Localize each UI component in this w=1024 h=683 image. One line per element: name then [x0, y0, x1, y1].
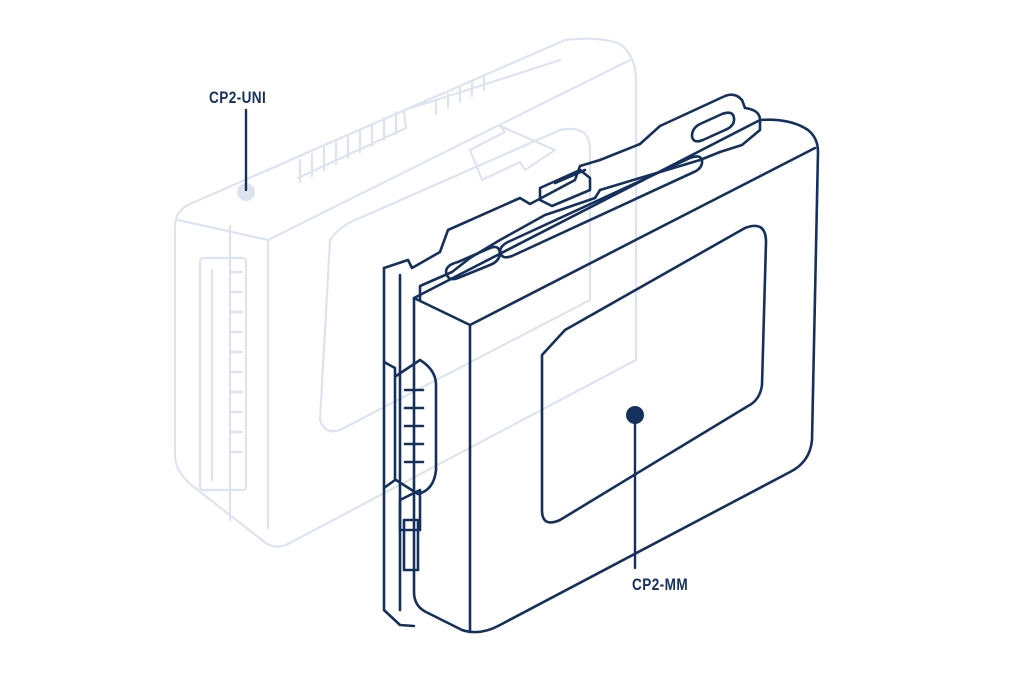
callout-mm-leader: [626, 406, 644, 570]
mm-side-connector: [382, 266, 438, 628]
mm-front-panel: [540, 224, 768, 524]
callout-uni-label: CP2-UNI: [209, 88, 267, 107]
uni-side-connector: [198, 256, 248, 492]
cp2-mm-unit: [382, 93, 820, 634]
cp2-uni-unit: [173, 37, 638, 548]
mm-body: [412, 118, 820, 634]
vent-slots: [298, 74, 486, 184]
callout-mm-dot: [626, 406, 644, 424]
callout-mm-label: CP2-MM: [632, 575, 689, 594]
push-arrow: [468, 124, 557, 182]
